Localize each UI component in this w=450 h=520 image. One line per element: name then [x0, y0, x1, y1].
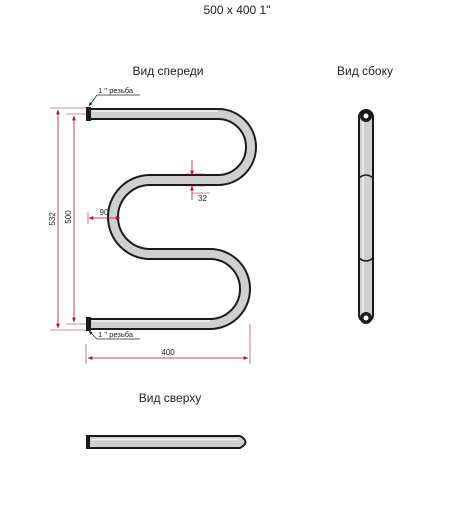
side-view-title: Вид сбоку [337, 64, 393, 78]
thread-end-top [86, 107, 91, 121]
dimension-32: 32 [186, 160, 210, 203]
thread-callout-top: 1 '' резьба [88, 86, 140, 107]
thread-end-bottom [86, 317, 91, 331]
dimension-400: 400 [85, 324, 251, 364]
dimension-90: 90 [87, 208, 121, 224]
dim-400-label: 400 [161, 348, 175, 357]
thread-callout-bottom: 1 '' резьба [88, 330, 140, 340]
drawing-title: 500 x 400 1" [204, 3, 271, 17]
dimension-500: 500 [64, 113, 86, 325]
top-view-title: Вид сверху [139, 391, 202, 405]
thread-label-bottom: 1 '' резьба [98, 330, 134, 339]
side-view-pipe [358, 109, 374, 324]
dim-532-label: 532 [48, 212, 57, 226]
thread-label-top: 1 '' резьба [98, 86, 134, 95]
front-view-pipe [86, 107, 257, 331]
top-view-pipe [86, 435, 247, 449]
dim-32-label: 32 [198, 194, 207, 203]
front-view-title: Вид спереди [132, 64, 203, 78]
dimension-532: 532 [48, 107, 86, 331]
dim-90-label: 90 [100, 208, 109, 217]
dim-500-label: 500 [64, 210, 73, 224]
